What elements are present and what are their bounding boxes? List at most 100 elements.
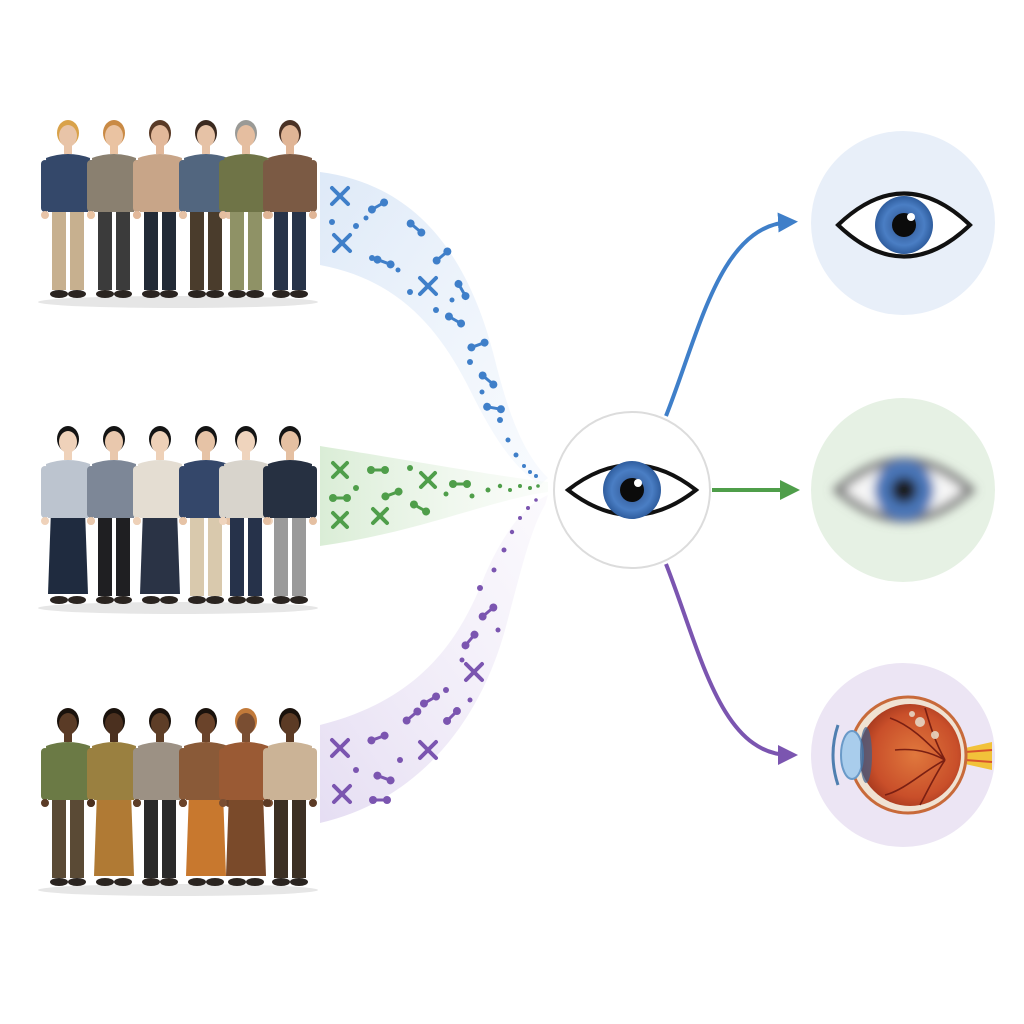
population-group-2 (38, 426, 318, 614)
variant-dot-marker (353, 223, 359, 229)
person-figure (87, 426, 141, 604)
variant-dot-marker (497, 483, 503, 489)
variant-cross-marker (330, 186, 350, 206)
variant-cross-marker (419, 471, 437, 489)
person-figure (179, 426, 233, 604)
population-group-1 (38, 120, 318, 308)
variant-dot-marker (495, 627, 501, 633)
variant-link-marker (373, 771, 395, 785)
person-figure (219, 120, 273, 298)
eyeball-cross-section-icon (831, 695, 993, 815)
variant-link-marker (454, 279, 470, 301)
variant-dot-marker (528, 470, 532, 474)
variant-dot-marker (501, 547, 507, 553)
variant-dot-marker (518, 516, 522, 520)
variant-link-marker (369, 796, 391, 804)
variant-link-marker (443, 707, 461, 725)
outcome-blurred-vision (811, 398, 995, 582)
outcome-normal-eye (811, 131, 995, 315)
person-figure (133, 120, 187, 298)
person-figure (263, 120, 317, 298)
variant-dot-marker (329, 219, 335, 225)
blue-flow-band (320, 172, 548, 485)
variant-dot-marker (497, 417, 503, 423)
variant-link-marker (367, 198, 389, 214)
variant-dot-marker (491, 567, 497, 573)
variant-dot-marker (534, 498, 538, 502)
person-figure (87, 708, 141, 886)
variant-dot-marker (518, 484, 522, 488)
person-figure (41, 426, 95, 604)
variant-link-marker (329, 494, 351, 502)
variant-dot-marker (397, 757, 403, 763)
person-figure (41, 120, 95, 298)
variant-cross-marker (331, 511, 349, 529)
variant-dot-marker (459, 657, 465, 663)
normal-eye-icon (835, 191, 973, 259)
variant-link-marker (449, 480, 471, 488)
variant-cross-marker (332, 784, 352, 804)
person-figure (133, 708, 187, 886)
variant-dot-marker (477, 585, 483, 591)
variant-link-marker (367, 731, 389, 745)
variant-dot-marker (522, 464, 526, 468)
variant-dot-marker (443, 687, 449, 693)
variant-cross-marker (332, 233, 352, 253)
person-figure (179, 120, 233, 298)
person-figure (263, 426, 317, 604)
variant-dot-marker (433, 307, 439, 313)
variant-dot-marker (407, 465, 413, 471)
blurred-eye-icon (831, 457, 977, 523)
variant-link-marker (367, 466, 389, 474)
variant-link-marker (478, 603, 498, 621)
variant-link-marker (478, 371, 498, 389)
variant-link-marker (381, 487, 403, 501)
variant-cross-marker (371, 507, 389, 525)
variant-dot-marker (469, 493, 475, 499)
variant-dot-marker (353, 485, 359, 491)
variant-dot-marker (467, 359, 473, 365)
arrow-to-retinal-disease (664, 563, 798, 765)
outcome-retinal-disease (811, 663, 995, 847)
central-eye (553, 411, 711, 569)
person-figure (87, 120, 141, 298)
variant-dot-marker (536, 484, 540, 488)
variant-link-marker (402, 707, 422, 725)
variant-link-marker (409, 500, 431, 516)
variant-dot-marker (395, 267, 401, 273)
person-figure (263, 708, 317, 886)
variant-dot-marker (467, 697, 473, 703)
variant-link-marker (419, 692, 441, 708)
genetic-variant-markers (329, 186, 540, 804)
purple-flow-band (320, 495, 548, 823)
variant-link-marker (444, 312, 466, 328)
variant-link-marker (432, 247, 452, 265)
arrow-to-normal-eye (664, 212, 798, 417)
variant-dot-marker (508, 488, 512, 492)
variant-dot-marker (443, 491, 449, 497)
person-figure (219, 426, 273, 604)
variant-dot-marker (353, 767, 359, 773)
variant-dot-marker (449, 297, 455, 303)
variant-cross-marker (418, 740, 438, 760)
variant-link-marker (373, 255, 395, 269)
variant-dot-marker (526, 506, 530, 510)
variant-link-marker (406, 219, 426, 237)
variant-dot-marker (407, 289, 413, 295)
variant-dot-marker (479, 389, 485, 395)
variant-link-marker (483, 402, 505, 414)
variant-dot-marker (363, 215, 369, 221)
variant-link-marker (461, 630, 479, 650)
variant-cross-marker (418, 276, 438, 296)
person-figure (41, 708, 95, 886)
variant-dot-marker (505, 437, 511, 443)
variant-dot-marker (509, 529, 515, 535)
variant-dot-marker (528, 486, 532, 490)
variant-cross-marker (331, 461, 349, 479)
variant-cross-marker (330, 738, 350, 758)
variant-cross-marker (464, 662, 484, 682)
variant-dot-marker (485, 487, 491, 493)
population-group-3 (38, 708, 318, 896)
person-figure (133, 426, 187, 604)
